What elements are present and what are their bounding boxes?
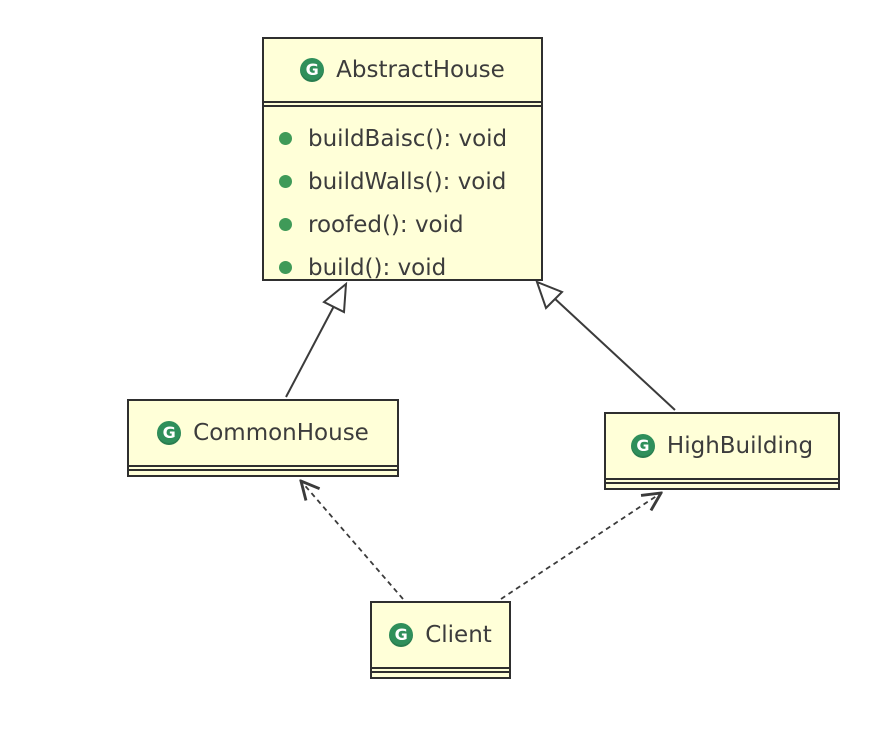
public-method-icon	[279, 218, 292, 231]
method-row[interactable]: roofed(): void	[264, 203, 541, 246]
class-icon: G	[300, 58, 325, 82]
public-method-icon	[279, 132, 292, 145]
class-icon: G	[157, 421, 182, 445]
generalization-line-high-building	[552, 296, 676, 411]
class-separator-client	[372, 667, 509, 673]
generalization-arrowhead-common-house	[322, 281, 348, 314]
class-name-high-building: HighBuilding	[666, 433, 814, 459]
class-separator-high-building	[606, 478, 838, 484]
class-header-abstract-house: G AbstractHouse	[264, 39, 541, 101]
class-name-client: Client	[425, 622, 492, 648]
generalization-arrowhead-high-building	[535, 280, 564, 310]
method-label: build(): void	[308, 254, 447, 281]
class-separator-abstract-house	[264, 101, 541, 107]
class-header-common-house: G CommonHouse	[129, 401, 397, 465]
class-client[interactable]: G Client	[370, 601, 511, 679]
class-abstract-house[interactable]: G AbstractHouse buildBaisc(): void build…	[262, 37, 543, 281]
method-row[interactable]: buildBaisc(): void	[264, 117, 541, 160]
dependency-client-to-high-building	[500, 493, 661, 600]
generalization-line-common-house	[285, 305, 335, 398]
class-header-high-building: G HighBuilding	[606, 414, 838, 478]
method-row[interactable]: build(): void	[264, 246, 541, 289]
method-label: buildWalls(): void	[308, 168, 507, 195]
class-high-building[interactable]: G HighBuilding	[604, 412, 840, 490]
class-header-client: G Client	[372, 603, 509, 667]
class-name-common-house: CommonHouse	[193, 420, 369, 446]
generalization-common-house-to-abstract-house	[285, 281, 348, 398]
class-common-house[interactable]: G CommonHouse	[127, 399, 399, 477]
generalization-high-building-to-abstract-house	[535, 280, 676, 411]
class-icon: G	[389, 623, 414, 647]
public-method-icon	[279, 261, 292, 274]
method-label: buildBaisc(): void	[308, 125, 508, 152]
dependency-client-to-common-house	[301, 481, 404, 600]
dependency-line-high-building	[500, 493, 661, 600]
public-method-icon	[279, 175, 292, 188]
class-separator-common-house	[129, 465, 397, 471]
method-row[interactable]: buildWalls(): void	[264, 160, 541, 203]
class-name-abstract-house: AbstractHouse	[336, 57, 505, 83]
method-label: roofed(): void	[308, 211, 464, 238]
dependency-line-common-house	[301, 481, 404, 600]
method-list-abstract-house: buildBaisc(): void buildWalls(): void ro…	[264, 107, 541, 289]
class-icon: G	[630, 434, 655, 458]
